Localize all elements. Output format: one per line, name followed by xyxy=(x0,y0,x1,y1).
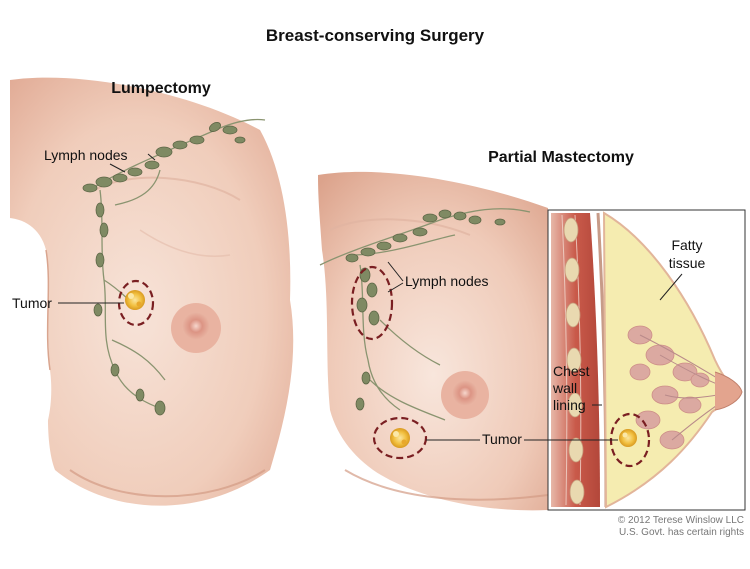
right-lymph-nodes xyxy=(345,209,506,411)
ribs xyxy=(563,217,585,505)
left-lymph-leader xyxy=(109,163,126,173)
chest-wall-label-2: wall xyxy=(552,380,577,396)
left-lymph-nodes-label: Lymph nodes xyxy=(44,147,128,163)
inset-tumor xyxy=(619,429,637,447)
cross-section-inset xyxy=(547,209,746,511)
copyright-line-2: U.S. Govt. has certain rights xyxy=(619,527,744,538)
chest-wall-label-1: Chest xyxy=(553,363,590,379)
copyright-line-1: © 2012 Terese Winslow LLC xyxy=(618,515,744,526)
right-nipple xyxy=(452,380,478,406)
lumpectomy-heading: Lumpectomy xyxy=(111,80,211,97)
right-tumor-label: Tumor xyxy=(482,431,522,447)
right-lymph-nodes-label: Lymph nodes xyxy=(405,273,489,289)
left-tumor xyxy=(125,290,145,310)
right-breast-skin xyxy=(318,171,548,511)
chest-wall-label-3: lining xyxy=(553,397,586,413)
partial-mastectomy-illustration xyxy=(318,171,549,511)
left-nipple xyxy=(182,312,210,340)
main-title: Breast-conserving Surgery xyxy=(266,26,485,45)
partial-mastectomy-heading: Partial Mastectomy xyxy=(488,149,634,166)
right-tumor xyxy=(390,428,410,448)
glandular-tissue xyxy=(627,325,710,450)
fatty-tissue-label-2: tissue xyxy=(669,255,706,271)
right-excision-outline xyxy=(372,416,428,460)
right-lymph-leader xyxy=(387,261,404,282)
left-tumor-label: Tumor xyxy=(12,295,52,311)
left-lymph-nodes xyxy=(82,122,246,416)
lumpectomy-illustration xyxy=(0,77,294,506)
left-armpit-cutout xyxy=(0,217,52,440)
inset-nipple xyxy=(714,371,743,411)
fatty-tissue-leader xyxy=(659,273,683,301)
right-lymph-excision-outline xyxy=(350,265,394,341)
fatty-tissue-label-1: Fatty xyxy=(671,237,702,253)
